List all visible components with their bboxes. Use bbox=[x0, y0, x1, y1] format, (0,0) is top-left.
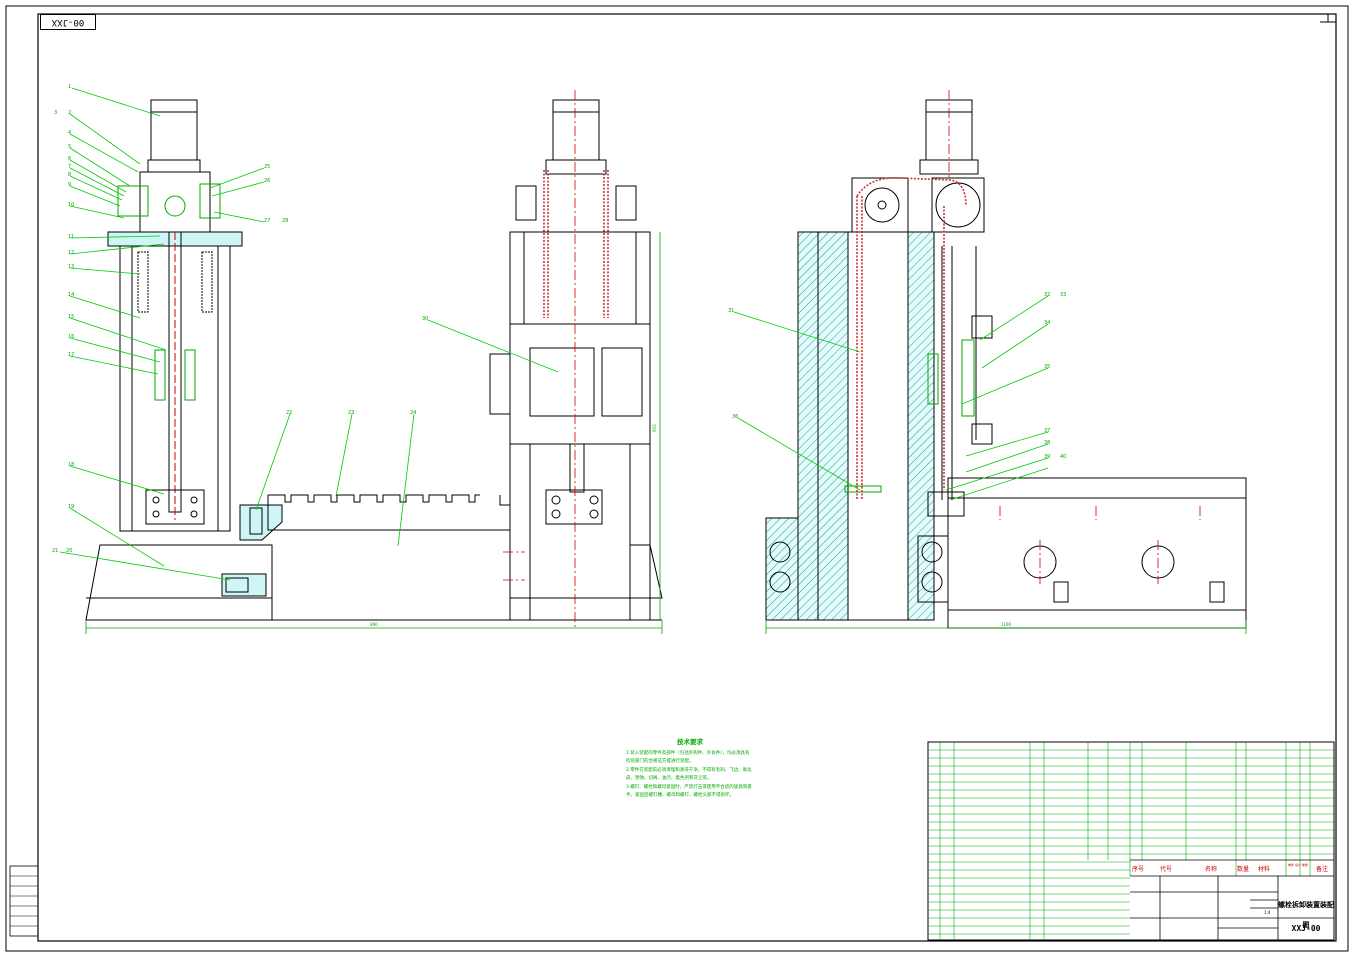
right-view bbox=[765, 99, 1247, 629]
motor-middle bbox=[552, 99, 600, 161]
callout-label: 28 bbox=[282, 218, 288, 224]
callout-label: 31 bbox=[728, 308, 734, 314]
revision-panel bbox=[9, 865, 39, 937]
callout-label: 26 bbox=[264, 178, 270, 184]
sheet-outer-border bbox=[5, 5, 1349, 952]
center-lines bbox=[503, 90, 1201, 630]
callout-label: 22 bbox=[286, 410, 292, 416]
middle-view bbox=[489, 99, 663, 621]
header-material: 材料 bbox=[1258, 865, 1270, 873]
callout-label: 15 bbox=[68, 314, 74, 320]
callout-label: 30 bbox=[422, 316, 428, 322]
header-weight: 单件 总计 重量 bbox=[1288, 862, 1308, 867]
callout-label: 5 bbox=[68, 144, 71, 150]
callout-label: 4 bbox=[68, 130, 71, 136]
callout-label: 13 bbox=[68, 264, 74, 270]
dim-front-width: 890 bbox=[370, 622, 378, 627]
callout-label: 1 bbox=[68, 84, 71, 90]
header-remark: 备注 bbox=[1316, 865, 1328, 873]
callout-label: 12 bbox=[68, 250, 74, 256]
callout-label: 27 bbox=[264, 218, 270, 224]
dim-height: 915 bbox=[652, 424, 657, 432]
drawing-title: 螺栓拆卸装置装配图 bbox=[1278, 901, 1334, 929]
header-code: 代号 bbox=[1160, 865, 1172, 873]
callout-label: 38 bbox=[1044, 440, 1050, 446]
notes-line: 2.零件在装配前必须清理和清洗干净，不得有毛刺、飞边、氧化皮、锈蚀、切屑、油污、… bbox=[626, 767, 752, 782]
chain-right bbox=[856, 177, 967, 500]
header-name: 名称 bbox=[1205, 865, 1217, 873]
parts-list bbox=[927, 741, 1335, 941]
callout-label: 8 bbox=[68, 172, 71, 178]
chains-middle bbox=[543, 170, 609, 318]
notes-line: 3.螺钉、螺栓和螺母紧固时，严禁打击或使用不合适的旋具和扳手。紧固后螺钉槽、螺母… bbox=[626, 784, 752, 799]
callout-label: 11 bbox=[68, 234, 74, 240]
callout-label: 32 bbox=[1044, 292, 1050, 298]
callout-label: 7 bbox=[68, 164, 71, 170]
callout-label: 39 bbox=[1044, 454, 1050, 460]
callout-label: 2 bbox=[68, 110, 71, 116]
callout-label: 34 bbox=[1044, 320, 1050, 326]
drawing-number-stamp: 00-JXX bbox=[40, 14, 96, 30]
dimension-lines bbox=[85, 232, 1247, 634]
leader-lines bbox=[59, 87, 1049, 581]
technical-notes: 技术要求 1.装入装配的零件及部件（包括外购件、外协件），均必须具有检验部门的合… bbox=[626, 738, 754, 801]
sheet-inner-border bbox=[37, 13, 1337, 942]
callout-label: 25 bbox=[264, 164, 270, 170]
title-block bbox=[1130, 859, 1334, 940]
callout-label: 14 bbox=[68, 292, 74, 298]
scale-value: 1:4 bbox=[1264, 910, 1271, 915]
notes-title: 技术要求 bbox=[677, 738, 703, 746]
header-no: 序号 bbox=[1132, 865, 1144, 873]
callout-label: 10 bbox=[68, 202, 74, 208]
callout-label: 24 bbox=[410, 410, 416, 416]
carriage-window-left bbox=[529, 347, 595, 417]
callout-label: 35 bbox=[1044, 364, 1050, 370]
carriage-window-right bbox=[601, 347, 643, 417]
front-view bbox=[85, 99, 283, 621]
callout-label: 17 bbox=[68, 352, 74, 358]
callout-label: 19 bbox=[68, 504, 74, 510]
tooth-rail bbox=[267, 494, 511, 621]
callout-label: 20 bbox=[66, 548, 72, 554]
header-qty: 数量 bbox=[1237, 865, 1249, 873]
callout-label: 40 bbox=[1060, 454, 1066, 460]
dim-side-width: 1190 bbox=[1001, 622, 1012, 627]
motor-front bbox=[150, 99, 198, 161]
callout-label: 18 bbox=[68, 462, 74, 468]
callout-label: 37 bbox=[1044, 428, 1050, 434]
callout-label: 16 bbox=[68, 334, 74, 340]
parts-list-header: 序号 代号 名称 数量 材料 单件 总计 重量 备注 bbox=[1132, 862, 1328, 873]
callout-labels: 1 3 2 4 5 6 7 8 9 10 11 12 13 14 15 16 1… bbox=[52, 84, 1066, 554]
callout-label: 6 bbox=[68, 156, 71, 162]
callout-label: 3 bbox=[54, 110, 57, 116]
drawing-code: XXJ-00 bbox=[1291, 924, 1321, 933]
notes-line: 1.装入装配的零件及部件（包括外购件、外协件），均必须具有检验部门的合格证方能进… bbox=[626, 750, 750, 765]
callout-label: 9 bbox=[68, 182, 71, 188]
callout-label: 36 bbox=[732, 414, 738, 420]
callout-label: 33 bbox=[1060, 292, 1066, 298]
callout-label: 21 bbox=[52, 548, 58, 554]
callout-label: 23 bbox=[348, 410, 354, 416]
